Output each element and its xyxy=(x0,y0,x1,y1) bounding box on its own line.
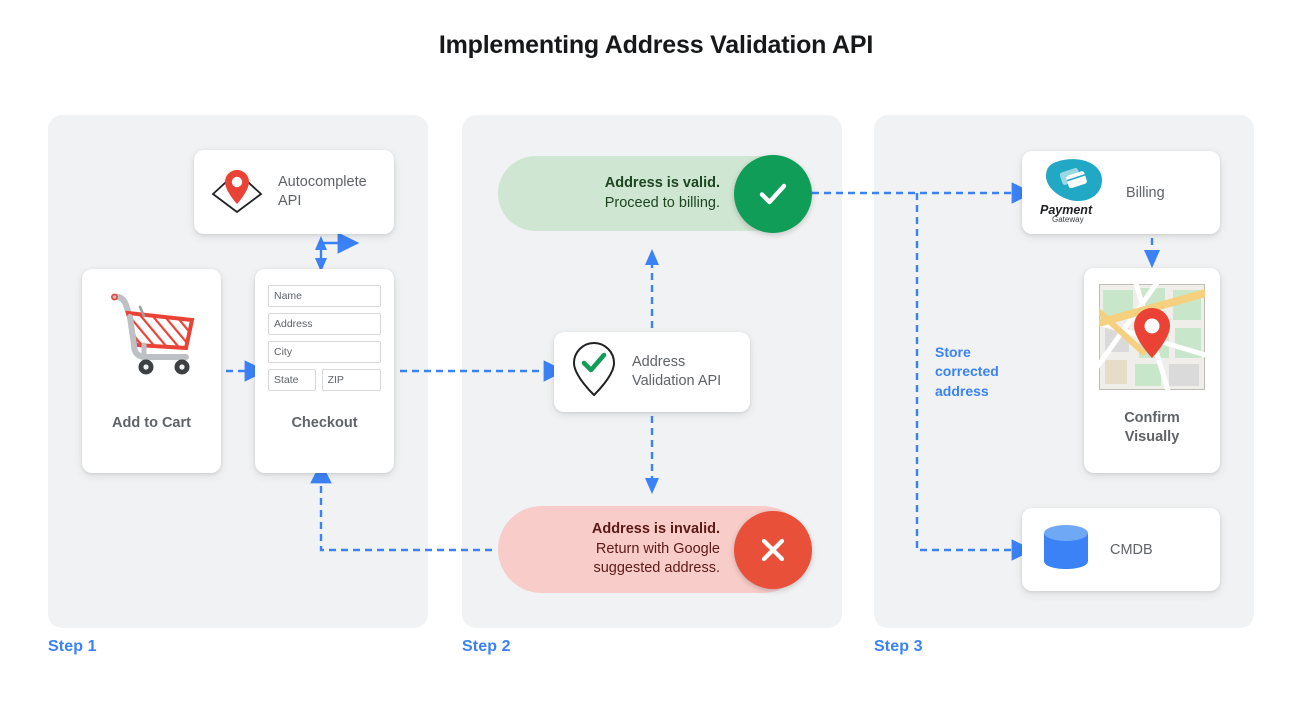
confirm-visually-label: Confirm Visually xyxy=(1124,410,1180,445)
city-field[interactable]: City xyxy=(268,341,381,363)
autocomplete-api-card[interactable]: Autocomplete API xyxy=(194,150,394,234)
state-field[interactable]: State xyxy=(268,369,316,391)
map-pin-check-icon xyxy=(568,339,620,406)
payment-gateway-logo-text-line1: Payment xyxy=(1040,203,1093,217)
step-3-label: Step 3 xyxy=(874,638,923,655)
address-invalid-pill: Address is invalid. Return with Google s… xyxy=(498,506,812,593)
confirm-visually-card[interactable]: Confirm Visually xyxy=(1084,268,1220,473)
address-validation-api-card[interactable]: Address Validation API xyxy=(554,332,750,412)
address-validation-api-label: Address Validation API xyxy=(632,353,722,389)
name-field[interactable]: Name xyxy=(268,285,381,307)
billing-card[interactable]: Payment Gateway Billing xyxy=(1022,151,1220,234)
x-circle-icon xyxy=(734,510,812,589)
address-invalid-text: Address is invalid. Return with Google s… xyxy=(591,520,720,577)
state-zip-row: State ZIP xyxy=(268,369,381,391)
billing-label: Billing xyxy=(1126,184,1165,201)
page-title: Implementing Address Validation API xyxy=(438,31,874,59)
step-1-label: Step 1 xyxy=(48,638,97,655)
address-valid-pill: Address is valid. Proceed to billing. xyxy=(498,154,812,233)
step-2-label: Step 2 xyxy=(462,638,511,655)
cmdb-label: CMDB xyxy=(1110,541,1153,558)
payment-gateway-logo-text-line2: Gateway xyxy=(1052,215,1084,224)
add-to-cart-card[interactable]: Add to Cart xyxy=(82,269,221,473)
address-field[interactable]: Address xyxy=(268,313,381,335)
map-pin-diamond-icon xyxy=(206,162,268,223)
address-valid-text: Address is valid. Proceed to billing. xyxy=(604,174,720,211)
checkout-label: Checkout xyxy=(291,415,358,431)
shopping-cart-icon xyxy=(100,283,204,386)
database-icon xyxy=(1040,521,1092,578)
check-circle-icon xyxy=(734,154,812,233)
zip-field[interactable]: ZIP xyxy=(321,369,381,391)
checkout-card[interactable]: Name Address City State ZIP Checkout xyxy=(255,269,394,473)
store-corrected-address-note: Store corrected address xyxy=(935,344,999,399)
add-to-cart-label: Add to Cart xyxy=(112,415,191,431)
payment-gateway-logo: Payment Gateway xyxy=(1036,156,1112,229)
cmdb-card[interactable]: CMDB xyxy=(1022,508,1220,591)
autocomplete-api-label: Autocomplete API xyxy=(278,173,367,209)
map-thumbnail-icon xyxy=(1092,278,1211,395)
